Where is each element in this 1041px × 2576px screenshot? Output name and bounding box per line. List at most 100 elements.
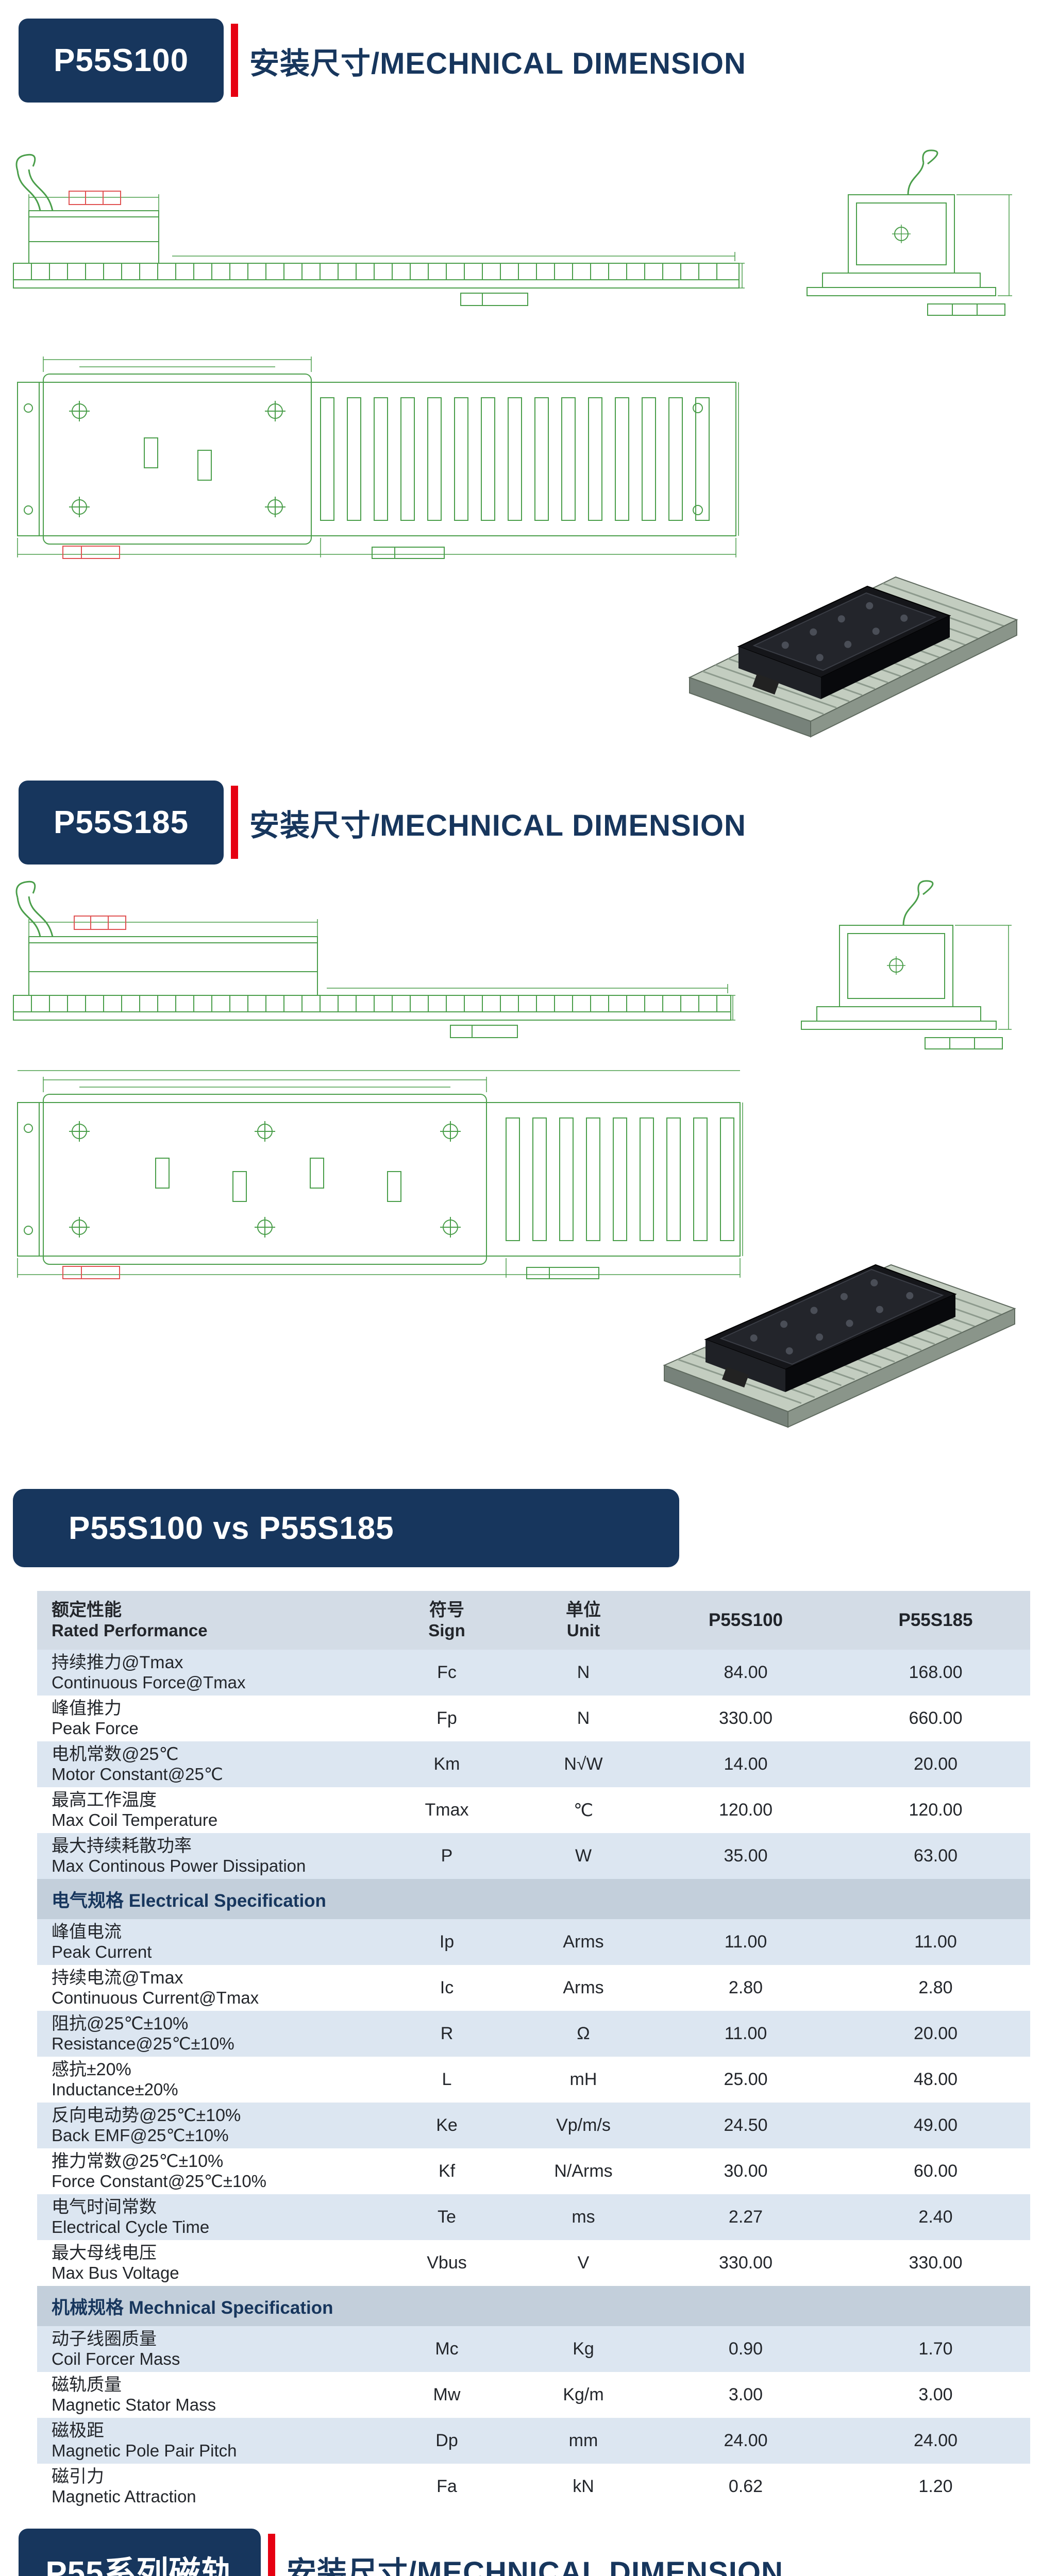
s100-3d-screws: [781, 602, 908, 662]
s100-side-outline: [13, 154, 740, 289]
s100-plan-dimensions: [17, 357, 739, 557]
spec-row-unit: W: [575, 1846, 592, 1866]
spec-row-unit: N: [577, 1708, 590, 1728]
s100-3d-track-side: [689, 676, 811, 738]
s185-3d-render: [663, 1264, 1016, 1428]
spec-row-sign: Kf: [438, 2161, 456, 2181]
spec-row-sign: Mc: [435, 2339, 459, 2359]
s185-plan-outline: [17, 1094, 741, 1265]
spec-row-sign: Ic: [440, 1978, 454, 1997]
spec-row-value-p55s185: 11.00: [914, 1932, 957, 1952]
spec-row-value-p55s100: 30.00: [724, 2161, 768, 2181]
spec-row-value-p55s185: 60.00: [913, 2161, 958, 2181]
spec-row-value-p55s185: 660.00: [909, 1708, 963, 1728]
s185-end-dimensions: [955, 925, 1012, 1030]
spec-row-value-p55s100: 2.80: [728, 1978, 763, 1997]
spec-row-unit: mm: [568, 2431, 598, 2450]
spec-row-sign: Mw: [433, 2385, 461, 2404]
s185-side-ticks: [31, 995, 717, 1012]
spec-row-value-p55s185: 63.00: [913, 1846, 958, 1866]
spec-row-value-p55s185: 120.00: [909, 1800, 963, 1820]
spec-row-value-p55s185: 3.00: [918, 2385, 953, 2404]
spec-row-sign: P: [441, 1846, 453, 1866]
spec-row-value-p55s185: 1.70: [918, 2339, 953, 2359]
s185-side-tolerance-frame: [74, 916, 126, 930]
spec-row-value-p55s100: 11.00: [724, 1932, 767, 1952]
spec-row-value-p55s185: 49.00: [913, 2115, 958, 2135]
s100-end-dimensions: [956, 194, 1012, 296]
spec-row-unit: Arms: [563, 1932, 604, 1952]
spec-row-sign: R: [440, 2024, 454, 2043]
spec-row-unit: N: [577, 1663, 590, 1682]
s100-plan-view-drawing: [17, 357, 739, 559]
spec-row-unit: ms: [572, 2207, 595, 2227]
s185-side-flatness-frame: [450, 1025, 518, 1038]
spec-row-sign: Tmax: [425, 1800, 469, 1820]
spec-row-sign: Te: [438, 2207, 456, 2227]
spec-row-value-p55s100: 2.27: [728, 2207, 763, 2227]
spec-header-performance-cn: 额定性能: [52, 1600, 122, 1620]
section2-badge: P55S185: [19, 781, 224, 865]
spec-row-sign: Fa: [436, 2477, 457, 2496]
spec-row-unit: V: [577, 2253, 590, 2273]
spec-row-value-p55s100: 35.00: [724, 1846, 768, 1866]
spec-group-row: 机械规格 Mechnical Specification: [37, 2286, 1030, 2326]
spec-row-unit: Ω: [577, 2024, 590, 2043]
spec-row-value-p55s100: 0.62: [728, 2477, 763, 2496]
spec-row-sign: Km: [433, 1754, 460, 1774]
spec-row-sign: L: [442, 2070, 452, 2089]
spec-row-value-p55s185: 24.00: [913, 2431, 958, 2450]
s185-3d-motor-side: [706, 1340, 785, 1392]
s100-3d-motor-front: [821, 616, 950, 699]
spec-row-unit: Kg: [573, 2339, 594, 2359]
spec-row-value-p55s185: 2.40: [918, 2207, 953, 2227]
spec-row-value-p55s100: 120.00: [719, 1800, 773, 1820]
spec-row-sign: Ip: [439, 1932, 455, 1952]
s185-plan-flatness-frame: [526, 1267, 599, 1279]
spec-row-value-p55s100: 24.00: [724, 2431, 768, 2450]
spec-header-p55s100: P55S100: [650, 1591, 841, 1650]
section1-divider: [231, 24, 238, 97]
s185-plan-tolerance-frame: [62, 1266, 120, 1279]
s100-3d-render: [688, 576, 1018, 738]
spec-table: 额定性能 Rated Performance 符号 Sign 单位 Unit P…: [37, 1591, 1030, 2510]
spec-header-performance-en: Rated Performance: [52, 1620, 208, 1640]
s185-end-mount-frame: [925, 1037, 1003, 1049]
spec-table-block: 额定性能 Rated Performance 符号 Sign 单位 Unit P…: [37, 1591, 1030, 2510]
spec-row-value-p55s100: 84.00: [724, 1663, 768, 1682]
s185-end-view-drawing: [801, 880, 1012, 1049]
s185-side-outline: [13, 880, 731, 1021]
s100-side-tolerance-frame: [69, 191, 121, 205]
s185-3d-motor-front: [785, 1294, 955, 1392]
s185-end-outline: [801, 880, 997, 1030]
spec-row-unit: Vp/m/s: [556, 2115, 611, 2135]
s185-plan-dimensions: [17, 1070, 743, 1278]
spec-group-row: 电气规格 Electrical Specification: [37, 1879, 1030, 1919]
spec-row-value-p55s100: 330.00: [719, 1708, 773, 1728]
spec-row-value-p55s185: 20.00: [913, 1754, 958, 1774]
s100-end-mount-frame: [927, 303, 1005, 316]
s185-3d-track-side: [664, 1364, 788, 1428]
spec-row-unit: N/Arms: [554, 2161, 613, 2181]
